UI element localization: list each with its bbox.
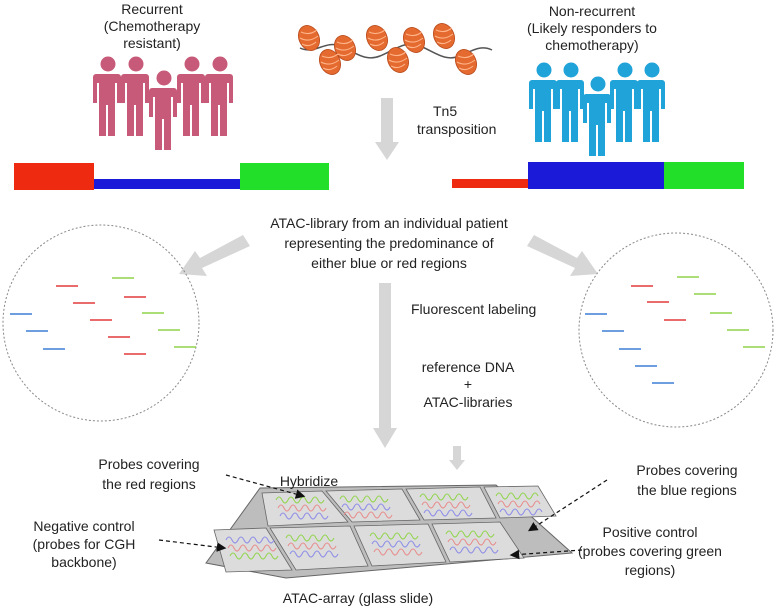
hybridize-arrow (449, 446, 465, 470)
red-probes-pointer (225, 474, 306, 499)
tn5-label: Tn5 (433, 103, 457, 119)
negative-control-label-1: Negative control (33, 518, 134, 534)
negative-control-label-3: backbone) (51, 554, 116, 570)
nonrecurrent-library-circle (578, 232, 774, 428)
recurrent-patients-icon (93, 56, 233, 150)
transposition-arrow (375, 98, 399, 160)
plus-label: + (464, 376, 472, 392)
recurrent-subtitle-2: resistant) (123, 35, 181, 51)
positive-control-label-2: (probes covering green (578, 543, 722, 559)
red-probes-label-2: the red regions (102, 476, 195, 492)
recurrent-genome-bar (14, 163, 329, 190)
blue-probes-pointer (527, 479, 608, 532)
flow-arrows (179, 98, 598, 470)
recurrent-subtitle-1: (Chemotherapy (104, 18, 201, 34)
chromatin-nucleosome-icon (293, 19, 493, 79)
recurrent-library-circle (2, 224, 200, 422)
nonrecurrent-patients-icon (529, 62, 665, 156)
positive-control-pointer (509, 549, 583, 560)
arrow-to-left-circle (179, 235, 250, 276)
reference-dna-label: reference DNA (422, 359, 515, 375)
positive-control-label-3: regions) (625, 562, 676, 578)
glass-slide-array (205, 484, 574, 579)
nonrecurrent-genome-bar (452, 162, 744, 189)
blue-probes-label-2: the blue regions (637, 482, 737, 498)
negative-control-label-2: (probes for CGH (33, 536, 136, 552)
transposition-label: transposition (417, 121, 496, 137)
nonrecurrent-subtitle-2: chemotherapy) (545, 37, 638, 53)
arrow-to-right-circle (527, 235, 598, 276)
library-text-3: either blue or red regions (311, 255, 467, 271)
library-text-2: representing the predominance of (284, 235, 493, 251)
recurrent-title: Recurrent (121, 1, 183, 17)
array-label: ATAC-array (glass slide) (283, 590, 433, 606)
labeling-arrow (373, 283, 397, 448)
labeling-label: Fluorescent labeling (411, 301, 536, 317)
nonrecurrent-title: Non-recurrent (549, 3, 635, 19)
hybridize-label: Hybridize (280, 473, 339, 489)
blue-probes-label-1: Probes covering (636, 462, 737, 478)
red-probes-label-1: Probes covering (98, 456, 199, 472)
library-text-1: ATAC-library from an individual patient (270, 215, 508, 231)
positive-control-label-1: Positive control (603, 524, 698, 540)
nonrecurrent-subtitle-1: (Likely responders to (527, 20, 657, 36)
negative-control-pointer (158, 539, 227, 552)
callout-arrows (158, 474, 608, 560)
atac-libraries-label: ATAC-libraries (424, 394, 513, 410)
